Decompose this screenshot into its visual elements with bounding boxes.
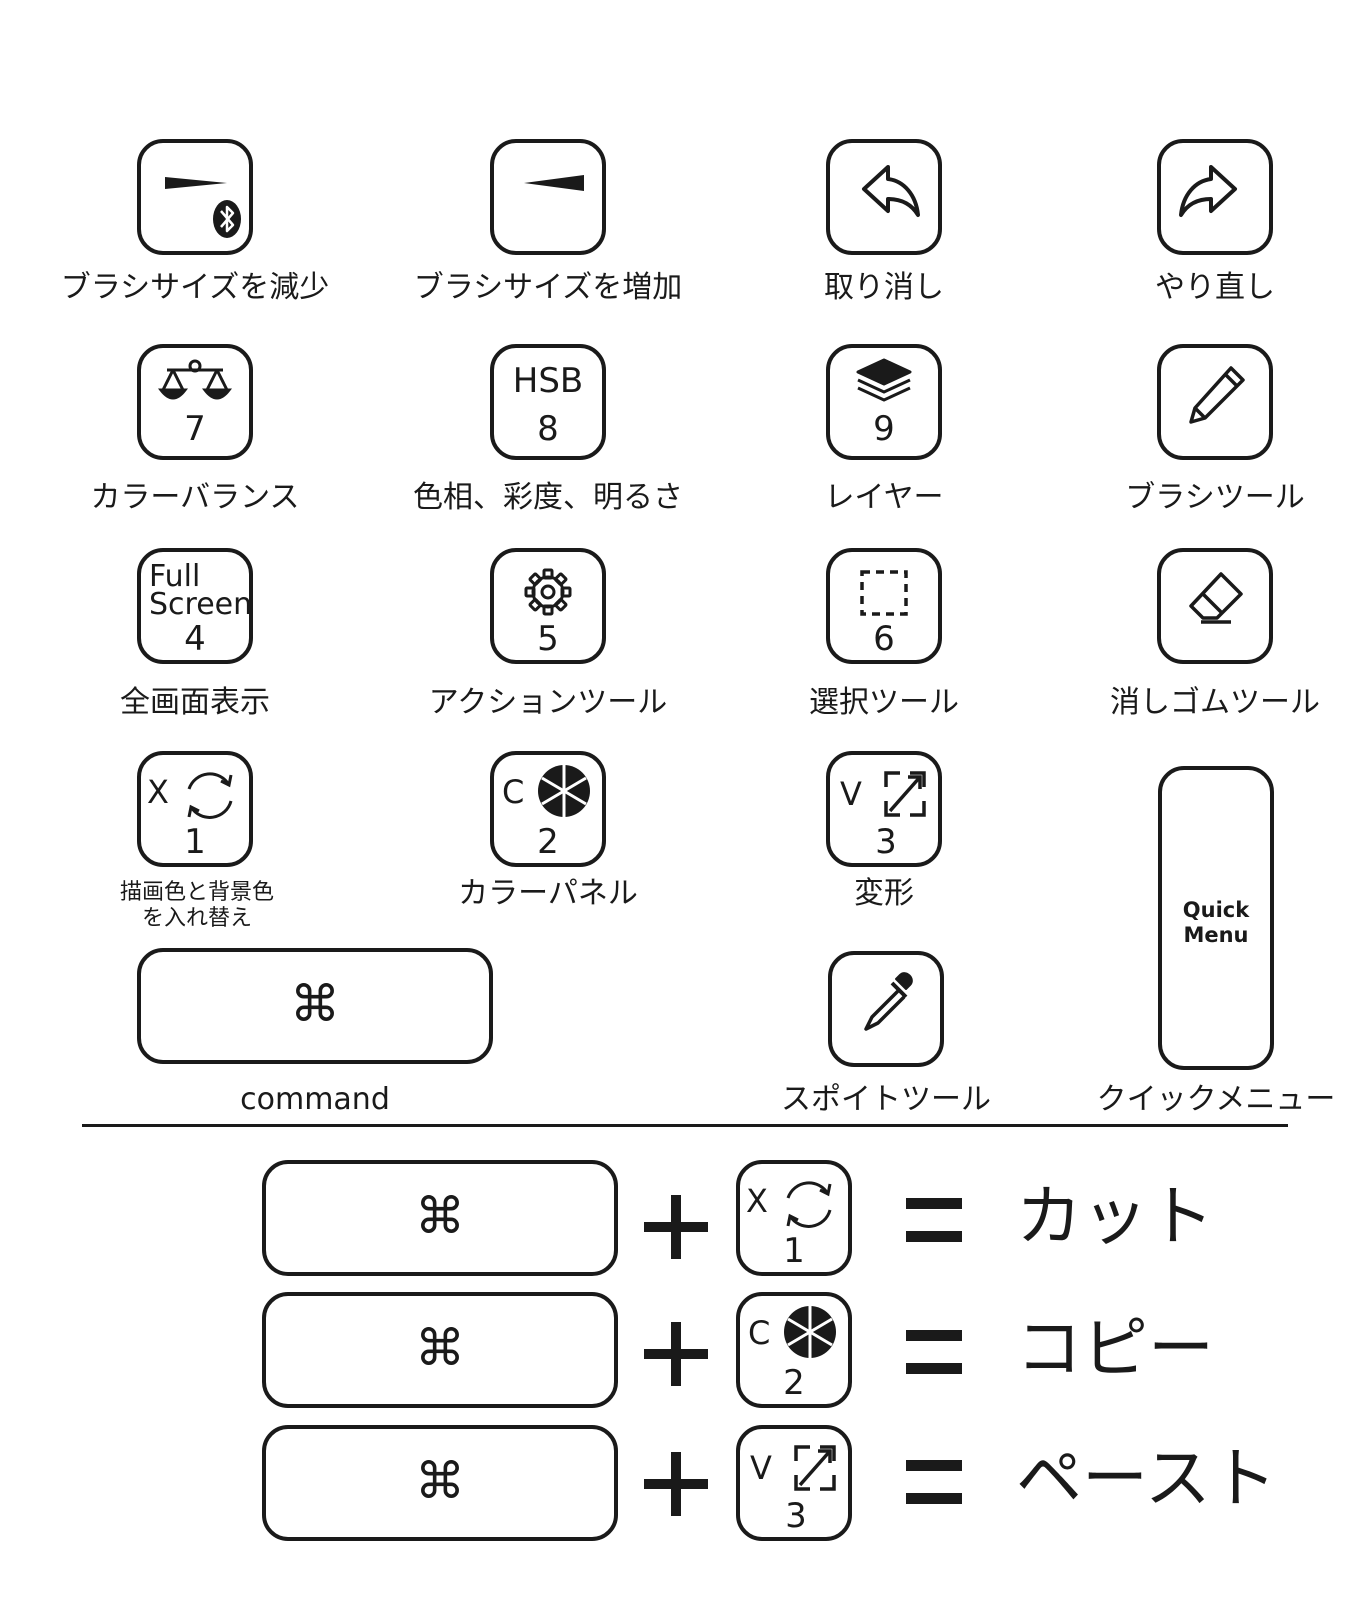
- balance-scale-icon: [157, 359, 233, 400]
- key-letter: C: [748, 1314, 770, 1352]
- key-number: 1: [783, 1231, 805, 1271]
- action-tool-key[interactable]: 5: [490, 548, 606, 664]
- transform-arrows-icon: [884, 771, 926, 817]
- transform-arrows-icon: [794, 1445, 836, 1491]
- eyedropper-key[interactable]: [828, 951, 944, 1067]
- hsb-text: HSB: [513, 361, 583, 401]
- combo-paste-v-key[interactable]: V 3: [736, 1425, 852, 1541]
- brush-size-wedge-icon: [165, 177, 227, 189]
- swap-colors-key[interactable]: X 1: [137, 751, 253, 867]
- fullscreen-label: 全画面表示: [120, 685, 270, 720]
- swap-cycle-icon: [187, 772, 233, 819]
- key-number: 1: [184, 822, 206, 862]
- hsb-label: 色相、彩度、明るさ: [413, 480, 683, 515]
- key-letter: C: [502, 773, 524, 811]
- command-symbol: ⌘: [290, 975, 340, 1033]
- fullscreen-key[interactable]: Full Screen 4: [137, 548, 253, 664]
- key-number: 2: [537, 822, 559, 862]
- redo-label: やり直し: [1155, 270, 1275, 305]
- key-number: 5: [537, 619, 559, 659]
- equals-icon: [906, 1198, 962, 1242]
- quick-menu-label: クイックメニュー: [1096, 1082, 1336, 1117]
- command-symbol: ⌘: [415, 1187, 465, 1245]
- select-tool-label: 選択ツール: [809, 685, 959, 720]
- selection-marquee-icon: [860, 570, 908, 616]
- plus-icon: [644, 1322, 708, 1386]
- color-wheel-icon: [784, 1306, 836, 1358]
- key-number: 2: [783, 1363, 805, 1403]
- brush-decrease-label: ブラシサイズを減少: [60, 270, 330, 305]
- fullscreen-text-line2: Screen: [149, 587, 249, 622]
- brush-decrease-key[interactable]: [137, 139, 253, 255]
- swap-cycle-icon: [786, 1181, 832, 1228]
- combo-cut-x-key[interactable]: X 1: [736, 1160, 852, 1276]
- plus-icon: [644, 1452, 708, 1516]
- command-label: command: [240, 1082, 390, 1117]
- key-letter: X: [147, 773, 169, 811]
- brush-increase-key[interactable]: [490, 139, 606, 255]
- brush-increase-label: ブラシサイズを増加: [413, 270, 683, 305]
- key-number: 9: [873, 409, 895, 449]
- eraser-tool-key[interactable]: [1157, 548, 1273, 664]
- layers-label: レイヤー: [824, 480, 944, 515]
- action-tool-label: アクションツール: [428, 685, 668, 720]
- transform-label: 変形: [854, 876, 914, 911]
- command-key[interactable]: ⌘: [137, 948, 493, 1064]
- quick-menu-text-line1: Quick: [1182, 898, 1250, 922]
- eraser-tool-label: 消しゴムツール: [1110, 685, 1320, 720]
- key-letter: V: [840, 775, 862, 813]
- key-number: 8: [537, 409, 559, 449]
- command-symbol: ⌘: [415, 1319, 465, 1377]
- equals-icon: [906, 1460, 962, 1504]
- pencil-icon: [1189, 366, 1245, 424]
- brush-tool-key[interactable]: [1157, 344, 1273, 460]
- key-number: 3: [875, 822, 897, 862]
- key-number: 7: [184, 409, 206, 449]
- gear-icon: [524, 568, 572, 616]
- quick-menu-text: Quick Menu: [1162, 898, 1270, 948]
- key-letter: X: [746, 1182, 768, 1220]
- redo-arrow-icon: [1179, 165, 1237, 217]
- color-balance-key[interactable]: 7: [137, 344, 253, 460]
- brush-tool-label: ブラシツール: [1125, 480, 1305, 515]
- layers-icon: [856, 358, 912, 402]
- result-paste: ペースト: [1016, 1440, 1277, 1517]
- transform-key[interactable]: V 3: [826, 751, 942, 867]
- eyedropper-icon: [864, 972, 913, 1031]
- combo-copy-command-key[interactable]: ⌘: [262, 1292, 618, 1408]
- key-number: 4: [184, 619, 206, 659]
- select-tool-key[interactable]: 6: [826, 548, 942, 664]
- color-wheel-icon: [538, 765, 590, 817]
- plus-icon: [644, 1195, 708, 1259]
- swap-colors-label: 描画色と背景色を入れ替え: [119, 880, 274, 932]
- redo-key[interactable]: [1157, 139, 1273, 255]
- equals-icon: [906, 1330, 962, 1374]
- quick-menu-text-line2: Menu: [1183, 923, 1249, 948]
- bluetooth-icon: [213, 200, 241, 238]
- eyedropper-label: スポイトツール: [781, 1082, 991, 1117]
- key-number: 6: [873, 619, 895, 659]
- quick-menu-key[interactable]: Quick Menu: [1158, 766, 1274, 1070]
- eraser-icon: [1189, 572, 1243, 624]
- fullscreen-text-line1: Full: [149, 559, 200, 594]
- color-panel-key[interactable]: C 2: [490, 751, 606, 867]
- layers-key[interactable]: 9: [826, 344, 942, 460]
- combo-cut-command-key[interactable]: ⌘: [262, 1160, 618, 1276]
- color-balance-label: カラーバランス: [90, 480, 300, 515]
- result-cut: カット: [1016, 1178, 1214, 1255]
- undo-key[interactable]: [826, 139, 942, 255]
- undo-arrow-icon: [862, 165, 920, 217]
- section-divider: [82, 1124, 1288, 1127]
- key-letter: V: [750, 1449, 772, 1487]
- hsb-key[interactable]: HSB 8: [490, 344, 606, 460]
- result-copy: コピー: [1016, 1310, 1214, 1387]
- brush-size-wedge-icon: [524, 175, 584, 191]
- combo-paste-command-key[interactable]: ⌘: [262, 1425, 618, 1541]
- key-number: 3: [785, 1496, 807, 1536]
- command-symbol: ⌘: [415, 1452, 465, 1510]
- undo-label: 取り消し: [824, 270, 944, 305]
- color-panel-label: カラーパネル: [458, 876, 638, 911]
- combo-copy-c-key[interactable]: C 2: [736, 1292, 852, 1408]
